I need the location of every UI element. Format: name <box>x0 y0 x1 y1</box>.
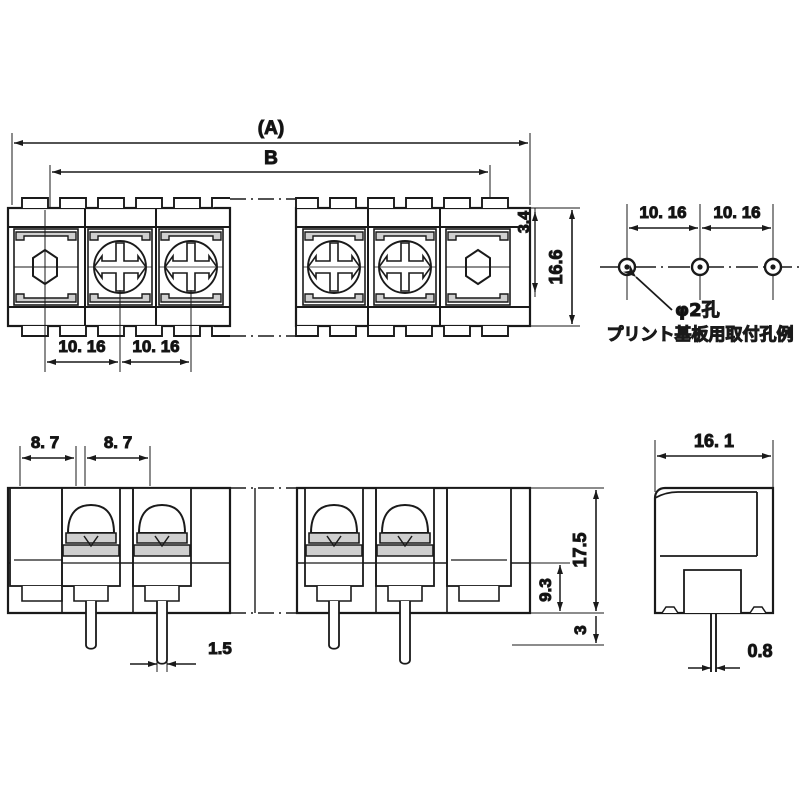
dimension-front-pitch-2-label: 8. 7 <box>104 433 132 452</box>
dimension-pcb-pitch-1-label: 10. 16 <box>639 203 686 222</box>
dimension-height-lip: 3.4 <box>516 208 538 297</box>
dimension-body-height-label: 17.5 <box>570 532 590 567</box>
front-view-pole-5 <box>375 487 435 665</box>
dimension-pcb-pitch-2-label: 10. 16 <box>713 203 760 222</box>
screw-dome-2 <box>66 503 116 534</box>
top-view-terminal-1 <box>13 228 79 306</box>
dimension-front-pitch-1-label: 8. 7 <box>31 433 59 452</box>
pin-4 <box>328 601 340 650</box>
dimension-side-width-label: 16. 1 <box>694 431 734 451</box>
dimension-front-pitches: 8. 7 8. 7 <box>19 433 151 486</box>
dimension-pin-width: 1.5 <box>130 612 232 672</box>
leader-hole-spec <box>623 264 673 311</box>
pin-2 <box>85 601 97 650</box>
dimension-overall-a: (A) <box>11 118 531 205</box>
top-view-left-body <box>6 197 232 337</box>
top-view-right-tabs-upper <box>295 197 509 208</box>
pcb-hole-3 <box>763 257 783 277</box>
dimension-top-pitches: 10. 16 10. 16 <box>44 210 192 372</box>
dimension-pin-thickness: 0.8 <box>688 641 773 671</box>
side-view: 16. 1 0.8 <box>653 431 775 672</box>
front-view-pole-4 <box>304 487 364 650</box>
dimension-height-lip-label: 3.4 <box>516 211 533 233</box>
front-view-pole-2 <box>61 487 121 650</box>
pcb-hole-2 <box>690 257 710 277</box>
screw-dome-4 <box>309 503 359 534</box>
dimension-height-total: 16.6 <box>512 207 580 327</box>
dimension-pin-thickness-label: 0.8 <box>747 641 772 661</box>
top-view-right-tabs-lower <box>295 326 509 337</box>
front-view-break <box>230 487 300 614</box>
dimension-overall-b-label: B <box>264 148 278 169</box>
screw-dome-3 <box>137 503 187 534</box>
dimension-side-width: 16. 1 <box>654 431 774 492</box>
side-view-body <box>653 486 775 672</box>
top-view-terminal-6 <box>445 228 511 306</box>
dimension-pin-width-label: 1.5 <box>208 639 232 658</box>
front-view: 8. 7 8. 7 <box>6 433 604 672</box>
dimension-top-pitch-2-label: 10. 16 <box>132 337 179 356</box>
front-view-pole-3 <box>132 487 192 665</box>
pin-5 <box>399 601 411 665</box>
top-view-terminal-4 <box>302 228 366 306</box>
dimension-pcb-pitches: 10. 16 10. 16 <box>626 203 774 300</box>
dimension-overall-b: B <box>49 148 491 215</box>
top-view-break <box>229 198 300 337</box>
top-view-left-tabs-upper <box>21 197 230 208</box>
dimension-base-height: 3 <box>512 616 604 646</box>
hole-spec-label: φ2孔 <box>675 300 720 321</box>
dimension-height-total-label: 16.6 <box>546 249 566 284</box>
dimension-overall-a-label: (A) <box>258 118 284 139</box>
dimension-shoulder-height-label: 9.3 <box>536 578 555 602</box>
pin-3 <box>156 601 168 665</box>
top-view: (A) B <box>6 118 580 372</box>
dimension-base-height-label: 3 <box>571 625 590 634</box>
top-view-terminal-5 <box>373 228 437 306</box>
dimension-top-pitch-1-label: 10. 16 <box>58 337 105 356</box>
dimension-shoulder-height: 9.3 <box>512 562 570 611</box>
top-view-right-body <box>294 197 532 337</box>
screw-dome-5 <box>380 503 430 534</box>
front-view-left-body <box>6 486 232 665</box>
dimension-body-height: 17.5 <box>512 487 604 614</box>
pcb-hole-pattern-detail: 10. 16 10. 16 φ2孔 プリント基板用取付孔例 <box>600 203 800 346</box>
top-view-left-tabs-lower <box>21 326 230 337</box>
front-view-pole-6 <box>446 487 512 602</box>
front-view-right-body <box>295 486 532 665</box>
pcb-hole-1 <box>617 257 637 277</box>
pcb-caption-label: プリント基板用取付孔例 <box>607 324 794 345</box>
